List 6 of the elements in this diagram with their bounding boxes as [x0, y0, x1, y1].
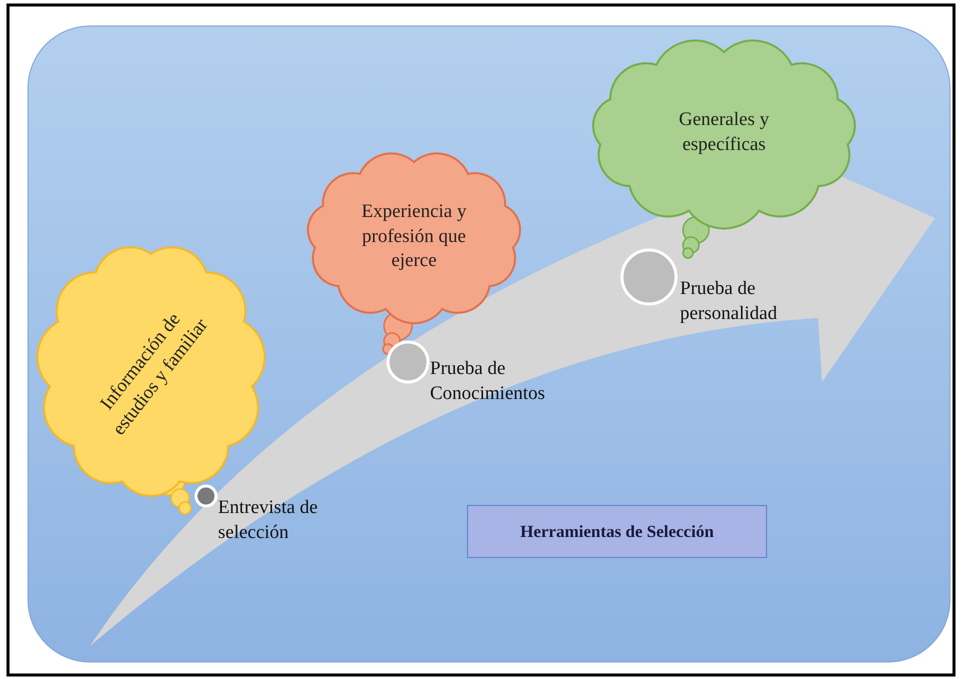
- step-label: Entrevista de selección: [218, 496, 319, 545]
- cloud-text: Generales y específicas: [678, 108, 770, 157]
- title-box: Herramientas de Selección: [467, 505, 767, 558]
- cloud-text: Experiencia y profesión que ejerce: [360, 200, 468, 274]
- step-label: Prueba de personalidad: [680, 277, 778, 326]
- step-label: Prueba de Conocimientos: [430, 357, 546, 406]
